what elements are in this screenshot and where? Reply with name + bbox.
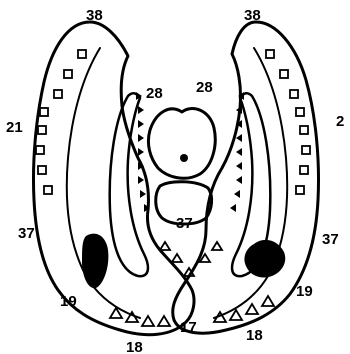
label-left-lower: 37 xyxy=(18,225,35,242)
third-ventricle-upper xyxy=(148,109,215,179)
label-bottom-left-19: 19 xyxy=(60,293,77,310)
label-bottom-center-17: 17 xyxy=(180,319,197,336)
label-right-outer: 2 xyxy=(336,113,344,130)
midline-structures xyxy=(148,109,215,224)
label-bottom-right-18: 18 xyxy=(246,327,263,344)
label-bottom-right-19: 19 xyxy=(296,283,313,300)
inner-spine-markers xyxy=(136,92,244,212)
label-top-left: 38 xyxy=(86,7,103,24)
left-lateral-ventricle xyxy=(110,93,148,276)
left-hemisphere xyxy=(33,22,194,335)
label-bottom-left-18: 18 xyxy=(126,339,143,354)
label-center-lower: 37 xyxy=(176,215,193,232)
label-right-lower: 37 xyxy=(322,231,339,248)
right-inner-cortex xyxy=(214,48,287,318)
label-left-outer: 21 xyxy=(6,119,23,136)
label-top-right: 38 xyxy=(244,7,261,24)
label-upper-right-inner: 28 xyxy=(196,79,213,96)
dark-lesion-marks xyxy=(82,234,285,289)
right-dark-lesion xyxy=(244,240,285,278)
left-dark-lesion xyxy=(82,234,108,289)
aqueduct-dot xyxy=(180,154,188,162)
left-hemisphere-outline xyxy=(33,22,194,335)
label-upper-left-inner: 28 xyxy=(146,85,163,102)
